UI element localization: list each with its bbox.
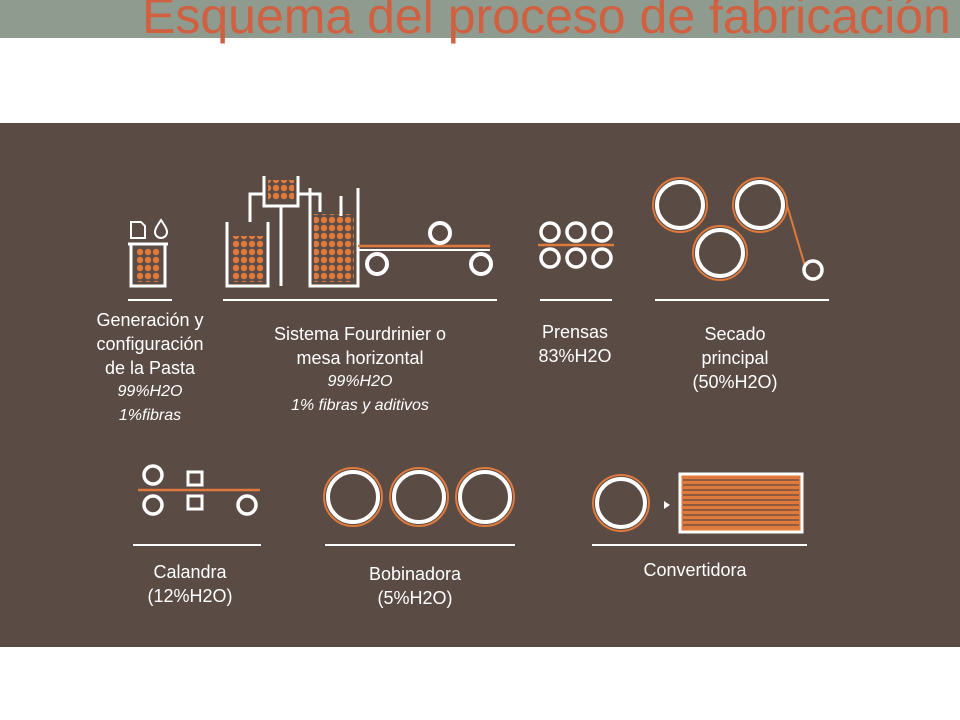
converter-icon bbox=[592, 472, 804, 534]
step-label-calandra: Calandra (12%H2O) bbox=[147, 562, 233, 606]
winder-rolls-icon bbox=[323, 467, 515, 527]
title-bar bbox=[0, 0, 960, 38]
step-label-prensas: Prensas 83%H2O bbox=[538, 322, 612, 366]
slide-title: Esquema del proceso de fabricación bbox=[142, 0, 951, 44]
diagram-panel bbox=[0, 123, 960, 647]
fourdrinier-icon bbox=[225, 176, 493, 288]
step-label-fourdrinier: Sistema Fourdrinier o mesa horizontal 99… bbox=[273, 324, 447, 414]
calender-icon bbox=[138, 464, 260, 516]
beaker-icon bbox=[128, 218, 169, 288]
step-label-convertidora: Convertidora bbox=[643, 560, 747, 580]
step-label-bobinadora: Bobinadora (5%H2O) bbox=[368, 564, 462, 608]
step-label-generacion: Generación y configuración de la Pasta 9… bbox=[96, 310, 204, 424]
press-rollers-icon bbox=[538, 221, 614, 269]
step-label-secado: Secado principal (50%H2O) bbox=[692, 324, 778, 392]
dryer-cylinders-icon bbox=[652, 177, 824, 281]
